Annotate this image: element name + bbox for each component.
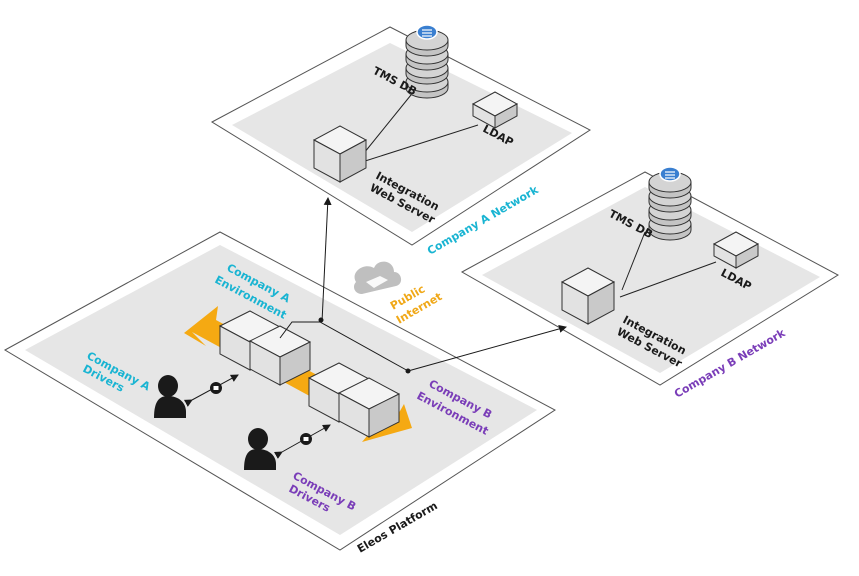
driver-a-link [183,374,239,407]
company-a-driver [154,375,186,418]
company-b-driver [244,428,276,470]
connections [279,197,567,373]
junction-a [318,317,324,323]
ldap-a [471,91,519,129]
ldap-box-icon [471,91,519,129]
eleos-platform [3,231,556,551]
junction-b [405,368,411,374]
tms-db-b [648,166,692,241]
company-b-environment-cubes [307,362,401,438]
driver-person-icon [154,375,186,418]
company-a-environment-cubes [218,310,312,386]
db-link-a [359,89,416,159]
ldap-b [712,231,760,269]
company-b-network [460,171,840,386]
ldap-box-icon [712,231,760,269]
driver-b-link [273,424,331,459]
db-link-b [621,231,646,291]
ldap-link-a [361,124,479,163]
tms-db-a [405,24,449,99]
cloud-icon [354,261,402,294]
database-icon [405,24,449,99]
company-a-network [210,26,591,246]
ldap-link-b [619,261,717,298]
driver-person-icon [244,428,276,470]
database-icon [648,166,692,241]
